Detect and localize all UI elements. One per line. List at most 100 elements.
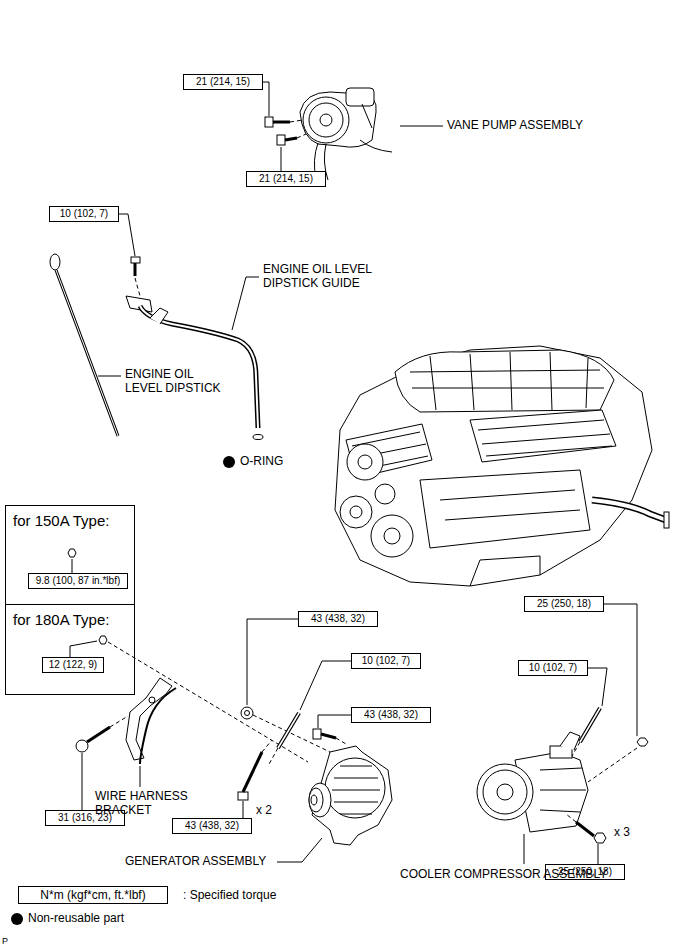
torque-spec-box: 21 (214, 15) [246, 171, 326, 187]
vane-pump [303, 97, 349, 143]
engine-illustration [395, 350, 614, 412]
torque-spec-box: 10 (102, 7) [49, 206, 119, 222]
engine-illustration [384, 528, 400, 544]
compressor [477, 708, 648, 843]
pump-bolt [290, 120, 303, 122]
leader-line [70, 641, 97, 657]
engine-illustration [375, 484, 395, 504]
compressor [580, 708, 600, 742]
part-name: ENGINE OIL LEVEL DIPSTICK GUIDE [263, 263, 398, 291]
generator-bolt [243, 752, 262, 792]
part-name: WIRE HARNESS BRACKET [95, 790, 195, 818]
variant-nut [68, 549, 76, 557]
legend-text: Non-reusable part [28, 912, 124, 926]
leader-line [263, 82, 269, 116]
generator-bolt [268, 748, 278, 766]
legend-entry: Non-reusable part [10, 912, 124, 926]
leader-line [604, 604, 637, 736]
torque-spec-box: 9.8 (100, 87 in.*lbf) [28, 573, 128, 589]
compressor [560, 732, 580, 750]
torque-value: N*m (kgf*cm, ft.*lbf) [23, 888, 163, 902]
generator [309, 783, 331, 817]
engine-illustration [430, 352, 588, 410]
wire-harness-bracket [126, 678, 176, 764]
label-leader [98, 126, 524, 864]
generator-bolt [321, 734, 336, 738]
part-name: O-RING [240, 455, 283, 469]
torque-spec-box: 10 (102, 7) [518, 660, 588, 676]
part-name: VANE PUMP ASSEMBLY [447, 119, 583, 133]
leader-line [588, 668, 607, 706]
engine-illustration [440, 490, 580, 520]
torque-spec-box: 21 (214, 15) [183, 74, 263, 90]
part-name: GENERATOR ASSEMBLY [125, 855, 266, 869]
quantity: x 2 [256, 804, 272, 818]
torque-spec-box: 43 (438, 32) [172, 818, 252, 834]
dipstick [50, 254, 60, 270]
quantity: x 3 [614, 826, 630, 840]
wire-harness-bracket [140, 688, 176, 764]
generator [325, 758, 385, 818]
vane-pump [346, 88, 374, 106]
generator-bolt [336, 738, 346, 744]
torque-value: 25 (250, 18) [529, 598, 599, 610]
torque-spec-box: 43 (438, 32) [351, 707, 431, 723]
engine-illustration [410, 370, 604, 388]
compressor [576, 822, 594, 836]
torque-spec-box: 10 (102, 7) [351, 653, 421, 669]
pump-bolt [265, 117, 306, 145]
torque-value: 12 (122, 9) [47, 659, 99, 671]
compressor [594, 833, 606, 843]
generator-bolt [76, 740, 88, 752]
torque-value: 43 (438, 32) [303, 613, 373, 625]
torque-value: 10 (102, 7) [523, 662, 583, 674]
dipstick-guide [126, 257, 263, 440]
leader-line [300, 661, 351, 710]
variant-heading: for 180A Type: [13, 611, 127, 629]
torque-spec-box: 43 (438, 32) [298, 611, 378, 627]
label-leader [98, 376, 121, 377]
dipstick-guide [135, 278, 140, 296]
generator-bolt [313, 729, 321, 739]
engine-illustration [371, 515, 413, 557]
torque-value: 43 (438, 32) [177, 820, 247, 832]
pump-bolt [265, 117, 273, 127]
leader-line [281, 147, 282, 171]
compressor [566, 814, 576, 822]
engine-illustration [347, 444, 383, 480]
dipstick [50, 254, 118, 436]
pump-bolt [297, 134, 306, 138]
compressor [540, 768, 586, 812]
engine-illustration [470, 556, 540, 586]
leader-line [318, 715, 351, 728]
compressor [588, 748, 637, 782]
compressor [637, 738, 648, 746]
leader-line [119, 214, 135, 256]
dipstick-guide [150, 308, 168, 324]
engine-illustration [592, 500, 666, 520]
legend-dot [11, 913, 23, 925]
compressor [572, 742, 580, 756]
engine-illustration [335, 346, 652, 586]
dipstick [56, 270, 118, 436]
wire-harness-bracket [149, 697, 155, 703]
part-name: COOLER COMPRESSOR ASSEMBLY [400, 868, 607, 882]
engine-illustration [335, 346, 669, 586]
engine-illustration [340, 496, 372, 528]
pump-bolt [273, 121, 290, 124]
compressor [483, 770, 527, 814]
generator-bolt [76, 707, 346, 800]
vane-pump [309, 103, 343, 137]
engine-illustration [350, 506, 362, 518]
torque-value: 43 (438, 32) [356, 709, 426, 721]
engine-illustration [358, 455, 372, 469]
torque-spec-box: 12 (122, 9) [42, 657, 104, 673]
engine-illustration [470, 410, 616, 462]
vane-pump [362, 104, 372, 128]
leader-line [243, 801, 244, 818]
non-reusable-dot [223, 456, 235, 468]
generator-bolt [110, 716, 128, 727]
label-leader [400, 126, 443, 127]
vane-pump [320, 114, 332, 126]
